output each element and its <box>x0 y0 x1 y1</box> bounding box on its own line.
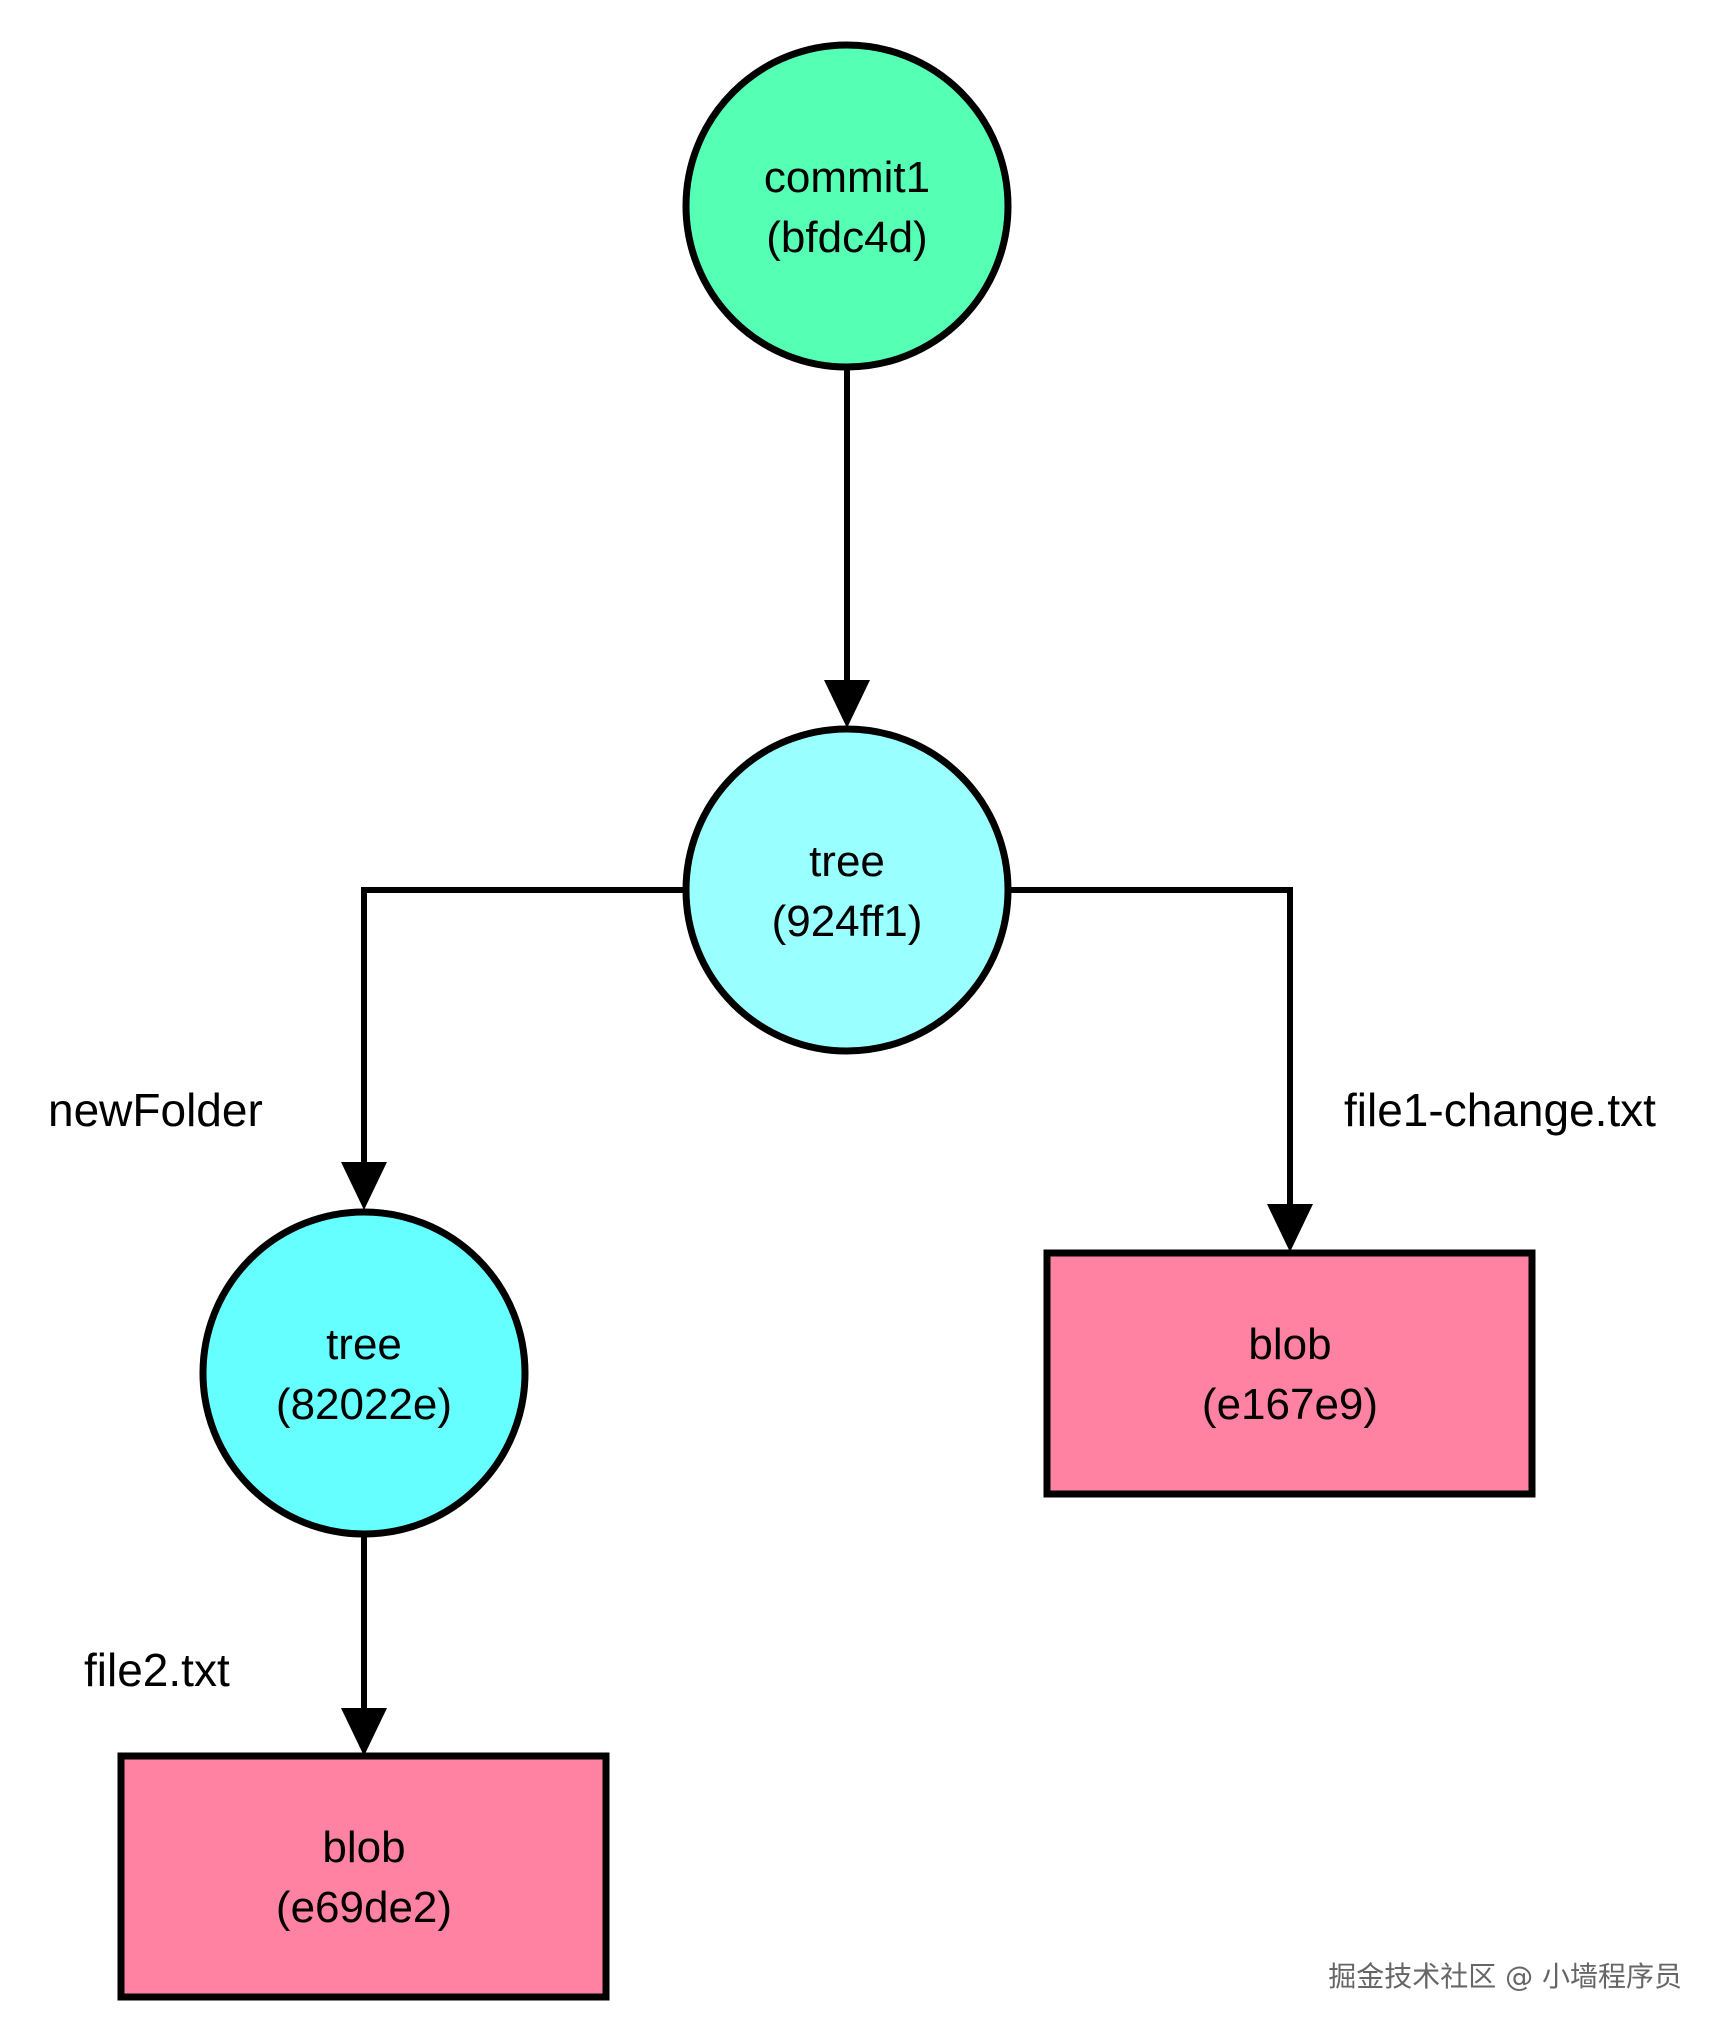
blob-left-node[interactable]: blob (e69de2) <box>117 1752 610 2001</box>
watermark: 掘金技术社区 @ 小墙程序员 <box>1328 1960 1682 1993</box>
sub-tree-node[interactable]: tree (82022e) <box>199 1208 529 1538</box>
sub-tree-label: tree <box>326 1320 402 1369</box>
edge-label-file1-change: file1-change.txt <box>1344 1084 1656 1136</box>
edge-label-newfolder: newFolder <box>48 1084 263 1136</box>
commit-node[interactable]: commit1 (bfdc4d) <box>682 41 1012 371</box>
blob-left-label: blob <box>322 1823 405 1872</box>
sub-tree-circle <box>199 1208 529 1538</box>
blob-right-rect <box>1043 1249 1536 1498</box>
blob-left-rect <box>117 1752 610 2001</box>
nodes: commit1 (bfdc4d) tree (924ff1) tree (820… <box>117 41 1536 2001</box>
edge-labels: newFolder file1-change.txt file2.txt <box>48 1084 1656 1696</box>
blob-right-hash: (e167e9) <box>1202 1380 1378 1429</box>
blob-left-hash: (e69de2) <box>276 1883 452 1932</box>
root-tree-hash: (924ff1) <box>772 897 923 946</box>
arrowhead-tree-to-subtree <box>341 1162 387 1210</box>
arrowhead-commit-to-tree <box>824 680 870 728</box>
root-tree-label: tree <box>809 837 885 886</box>
commit-circle <box>682 41 1012 371</box>
edge-label-file2: file2.txt <box>84 1644 230 1696</box>
arrowhead-tree-to-blob-right <box>1267 1204 1313 1252</box>
commit-hash: (bfdc4d) <box>766 213 927 262</box>
root-tree-node[interactable]: tree (924ff1) <box>682 725 1012 1055</box>
blob-right-node[interactable]: blob (e167e9) <box>1043 1249 1536 1498</box>
root-tree-circle <box>682 725 1012 1055</box>
edge-tree-to-blob-right <box>1011 887 1293 1210</box>
sub-tree-hash: (82022e) <box>276 1380 452 1429</box>
blob-right-label: blob <box>1248 1320 1331 1369</box>
edges <box>341 370 1313 1756</box>
edge-tree-to-subtree <box>361 887 683 1170</box>
arrowhead-subtree-to-blob-left <box>341 1708 387 1756</box>
commit-label: commit1 <box>764 153 930 202</box>
